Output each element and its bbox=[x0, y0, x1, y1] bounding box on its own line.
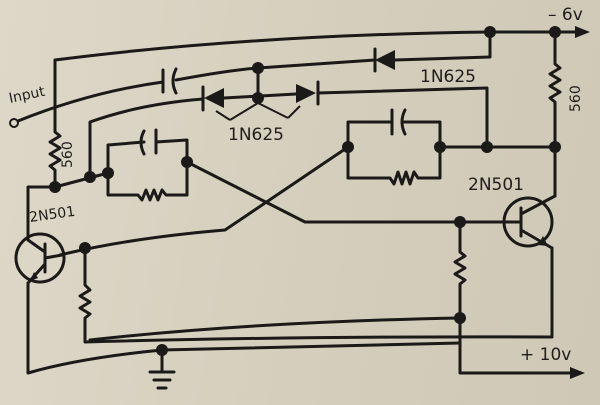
input-label: Input bbox=[8, 84, 47, 107]
arrow-positive-icon bbox=[570, 367, 585, 379]
diode-pair-label: 1N625 bbox=[228, 125, 284, 145]
transistor-right bbox=[498, 194, 557, 250]
resistor-right-base bbox=[88, 220, 467, 342]
resistor-right-label: 560 bbox=[568, 85, 584, 112]
resistor-left-560 bbox=[48, 78, 62, 189]
junction-dots bbox=[49, 26, 561, 356]
resistor-left-label: 560 bbox=[60, 141, 76, 168]
input-wire bbox=[16, 80, 165, 123]
left-rc-network bbox=[106, 138, 189, 202]
input-terminal bbox=[9, 118, 19, 128]
ground-wire bbox=[26, 281, 462, 375]
input-capacitor bbox=[161, 67, 178, 95]
negative-rail-wire bbox=[53, 30, 577, 82]
arrow-negative-icon bbox=[575, 26, 590, 38]
diode-top-label: 1N625 bbox=[420, 67, 476, 87]
cross-wire-1 bbox=[185, 160, 502, 224]
transistor-right-label: 2N501 bbox=[468, 175, 524, 195]
resistor-right-560 bbox=[548, 30, 562, 149]
resistor-left-base bbox=[78, 246, 554, 344]
right-diode-wire bbox=[316, 86, 489, 149]
supply-positive-label: + 10v bbox=[520, 345, 571, 365]
diode-pair-right bbox=[296, 80, 320, 106]
transistor-left bbox=[14, 232, 66, 285]
ground-icon bbox=[148, 348, 176, 390]
diode-top bbox=[373, 47, 395, 73]
left-collector-wire bbox=[26, 171, 110, 242]
supply-negative-label: – 6v bbox=[548, 5, 583, 25]
diode-label-arrows bbox=[215, 101, 301, 121]
right-rc-capacitor bbox=[390, 108, 407, 136]
left-diode-wire bbox=[88, 97, 205, 177]
left-rc-capacitor bbox=[139, 128, 158, 156]
positive-rail-wire bbox=[458, 316, 572, 375]
diode-top-wire bbox=[393, 30, 492, 62]
right-rc-network bbox=[346, 120, 442, 186]
diode-pair-left bbox=[201, 85, 224, 112]
cross-wire-2 bbox=[58, 145, 350, 257]
transistor-left-label: 2N501 bbox=[28, 204, 76, 226]
diode-bus-wire bbox=[174, 58, 377, 82]
